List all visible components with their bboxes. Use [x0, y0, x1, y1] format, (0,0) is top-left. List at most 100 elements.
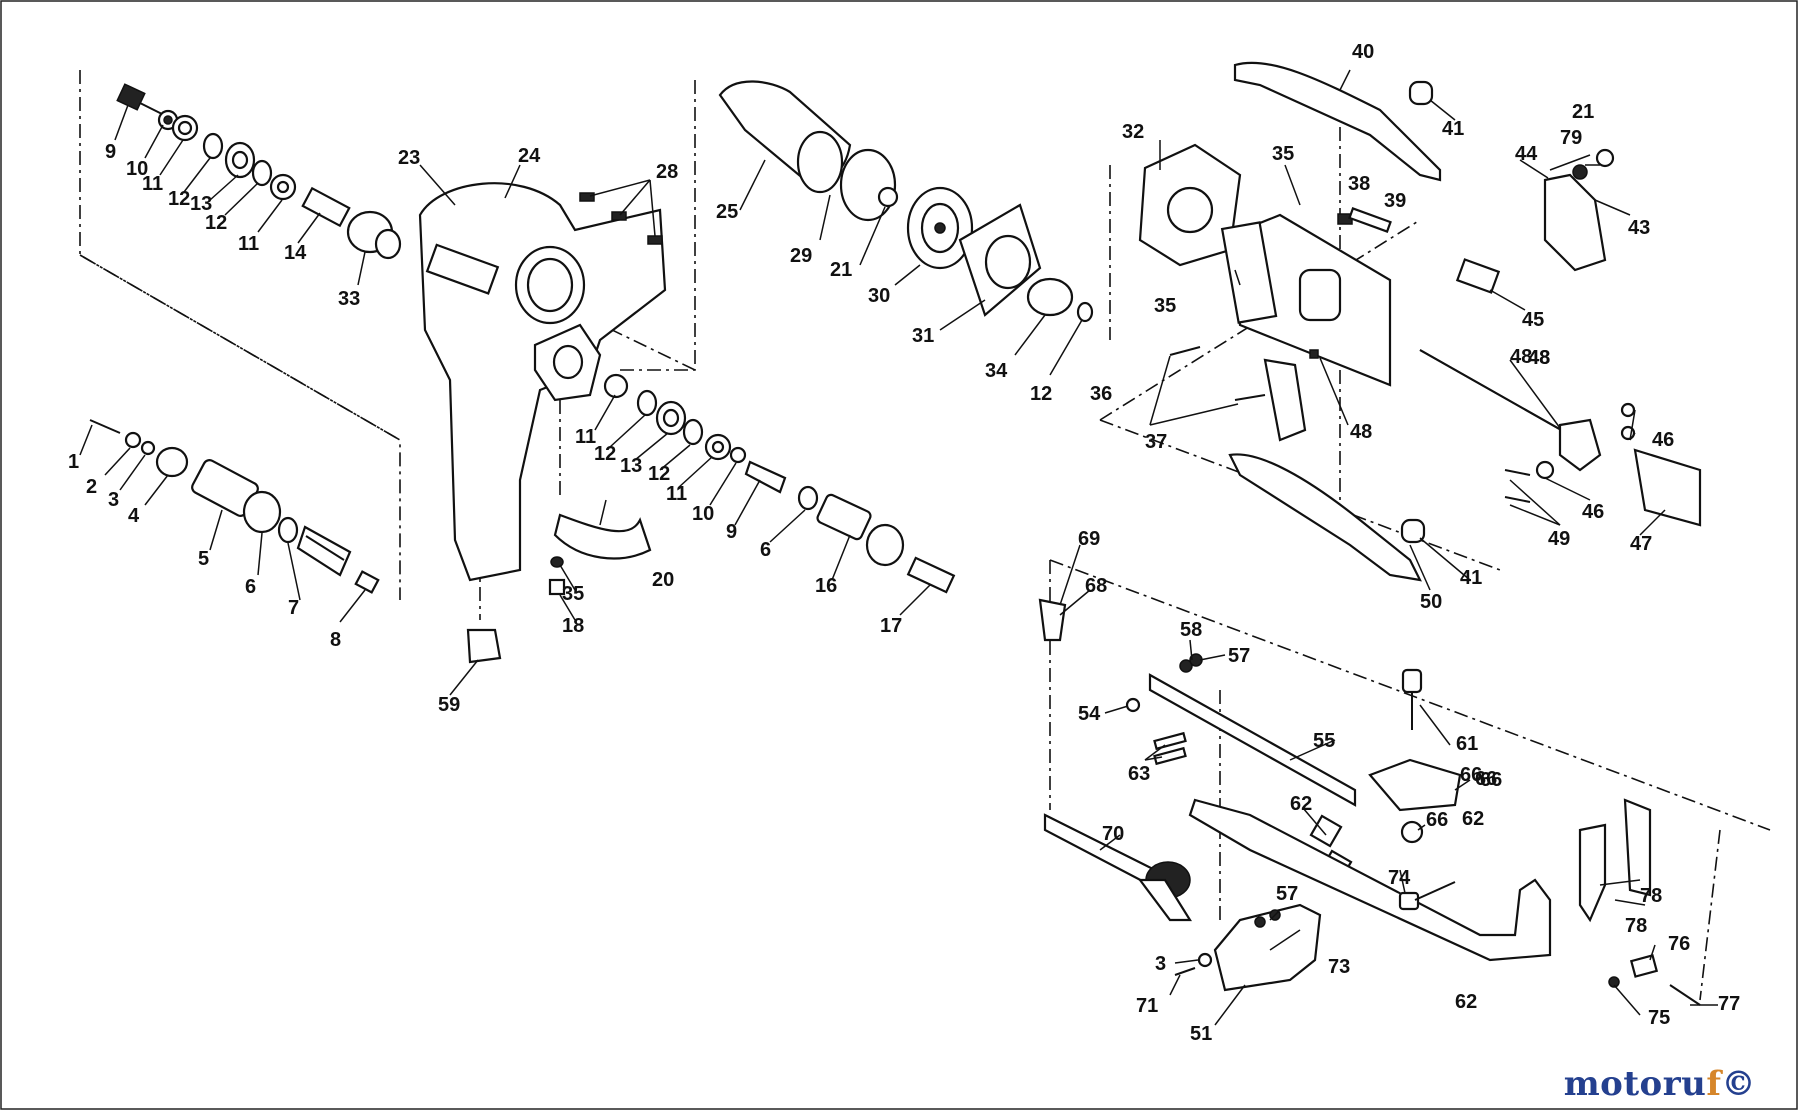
part-label: 16: [815, 575, 837, 597]
part-label: 6: [760, 539, 771, 561]
part-label: 40: [1352, 41, 1374, 63]
assembly-guide-lines: [79, 70, 1771, 1001]
part-label: 51: [1190, 1023, 1212, 1045]
part-label: 77: [1718, 993, 1740, 1015]
guard-assembly: [1038, 598, 1701, 1006]
part-label: 75: [1648, 1007, 1670, 1029]
part-label: 25: [716, 201, 738, 223]
part-label: 24: [518, 145, 541, 167]
part-label: 48: [1510, 346, 1532, 368]
part-label: 48: [1528, 347, 1550, 369]
part-label: 30: [868, 285, 890, 307]
part-label: 59: [438, 694, 460, 716]
part-label: 44: [1515, 143, 1538, 165]
part-label: 11: [238, 233, 259, 255]
part-label: 11: [666, 483, 687, 505]
part-label: 46: [1582, 501, 1604, 523]
watermark-text-b: f: [1706, 1064, 1722, 1104]
part-label: 33: [338, 288, 360, 310]
part-label: 14: [284, 242, 307, 264]
part-label: 63: [1128, 763, 1150, 785]
part-label: 32: [1122, 121, 1144, 143]
part-label: 13: [620, 455, 642, 477]
part-label: 12: [168, 188, 190, 210]
part-label: 34: [985, 360, 1008, 382]
valve-chain: [603, 373, 956, 594]
part-label: 48: [1350, 421, 1372, 443]
part-label: 20: [652, 569, 674, 591]
part-label: 50: [1420, 591, 1442, 613]
part-label: 28: [656, 161, 678, 183]
part-label: 62: [1462, 808, 1484, 830]
part-label: 74: [1388, 867, 1411, 889]
part-label: 21: [1572, 101, 1594, 123]
part-label: 47: [1630, 533, 1652, 555]
part-label: 10: [692, 503, 714, 525]
lever-and-plate-group: [1138, 61, 1702, 582]
part-label: 35: [1154, 295, 1176, 317]
part-label: 18: [562, 615, 584, 637]
leader-lines: [79, 69, 1718, 1026]
part-label: 66: [1475, 768, 1497, 790]
part-label: 8: [330, 629, 341, 651]
part-label: 9: [726, 521, 737, 543]
part-label: 35: [1272, 143, 1294, 165]
part-label: 2: [86, 476, 97, 498]
part-label: 39: [1384, 190, 1406, 212]
part-label: 6: [245, 576, 256, 598]
part-label: 49: [1548, 528, 1570, 550]
watermark-text-c: ©: [1721, 1064, 1756, 1104]
part-label: 48: [1528, 347, 1550, 369]
part-label: 3: [1155, 953, 1166, 975]
part-label: 12: [648, 463, 670, 485]
part-label: 79: [1560, 127, 1582, 149]
tool-housing: [418, 182, 667, 664]
part-label: 68: [1085, 575, 1107, 597]
part-label: 11: [575, 426, 596, 448]
part-label: 11: [142, 173, 163, 195]
part-label: 35: [562, 583, 584, 605]
part-label: 31: [912, 325, 934, 347]
part-label: 61: [1456, 733, 1478, 755]
part-label: 10: [126, 158, 148, 180]
part-label: 12: [1030, 383, 1052, 405]
part-label: 62: [1455, 991, 1477, 1013]
part-label: 46: [1652, 429, 1674, 451]
site-watermark: motoruf©: [1564, 1064, 1756, 1104]
watermark-text-a: motoru: [1563, 1064, 1707, 1104]
part-label: 41: [1460, 567, 1482, 589]
part-label: 9: [105, 141, 116, 163]
part-label: 66: [1426, 809, 1448, 831]
part-label: 36: [1090, 383, 1112, 405]
part-label: 21: [830, 259, 852, 281]
part-label: 62: [1290, 793, 1312, 815]
part-label: 70: [1102, 823, 1124, 845]
part-label: 43: [1628, 217, 1650, 239]
part-label: 57: [1276, 883, 1298, 905]
part-label: 13: [190, 193, 212, 215]
part-label: 66: [1460, 764, 1482, 786]
part-label: 1: [68, 451, 79, 473]
part-label: 41: [1442, 118, 1464, 140]
part-label: 45: [1522, 309, 1544, 331]
part-label: 37: [1145, 431, 1167, 453]
part-label: 55: [1313, 730, 1335, 752]
part-label: 17: [880, 615, 902, 637]
part-number-labels: 9 10 11 12 13 12 11 14 33 1 2 3 4 5 6 7 …: [68, 41, 1740, 1045]
part-label: 7: [288, 597, 299, 619]
part-label: 4: [128, 505, 140, 527]
part-label: 57: [1228, 645, 1250, 667]
motor-group: [718, 80, 1094, 323]
part-label: 71: [1136, 995, 1158, 1017]
part-label: 78: [1625, 915, 1647, 937]
part-label: 69: [1078, 528, 1100, 550]
part-label: 12: [594, 443, 616, 465]
part-label: 12: [205, 212, 227, 234]
part-label: 38: [1348, 173, 1370, 195]
part-label: 73: [1328, 956, 1350, 978]
part-label: 29: [790, 245, 812, 267]
part-label: 78: [1640, 885, 1662, 907]
part-label: 5: [198, 548, 209, 570]
